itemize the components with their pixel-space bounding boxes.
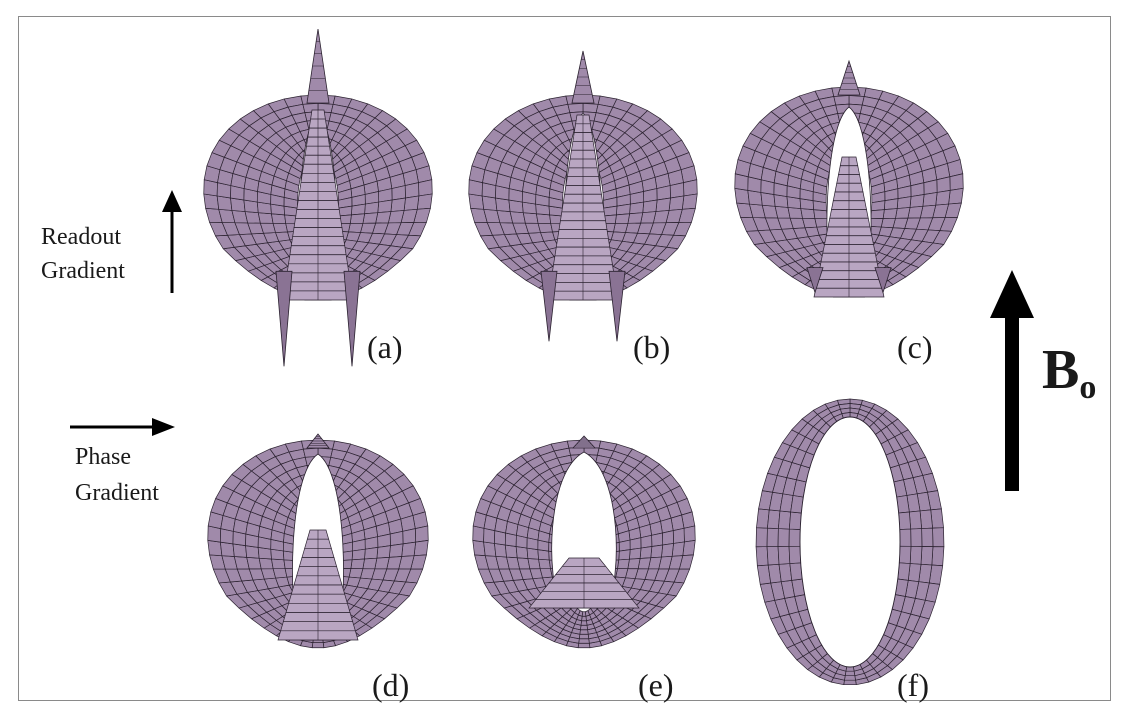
- panel-a-shape: [204, 29, 432, 366]
- panel-b-label: (b): [633, 329, 670, 365]
- b0-subscript: o: [1079, 369, 1096, 406]
- readout-label-line2: Gradient: [41, 258, 125, 284]
- panel-d-shape: [208, 434, 428, 648]
- phase-gradient-arrow: [70, 418, 175, 436]
- panel-a-label: (a): [367, 329, 403, 365]
- panel-c-shape: [735, 61, 963, 297]
- readout-gradient-arrow: [162, 190, 182, 293]
- panel-b-shape: [469, 51, 697, 341]
- panel-a-tip: [307, 29, 329, 103]
- readout-label-line1: Readout: [41, 224, 121, 250]
- panel-f-opening: [800, 417, 900, 667]
- phase-label-line2: Gradient: [75, 480, 159, 506]
- phase-label-line1: Phase: [75, 444, 131, 470]
- b0-field-arrow: [990, 270, 1034, 491]
- panel-b-tip: [572, 51, 594, 103]
- panel-c-label: (c): [897, 329, 933, 365]
- panel-f-label: (f): [897, 667, 929, 703]
- panel-f-shape: [756, 399, 944, 685]
- panel-d-label: (d): [372, 667, 409, 703]
- panel-e-label: (e): [638, 667, 674, 703]
- b0-label: Bo: [1042, 339, 1096, 406]
- panel-c-tip: [838, 61, 860, 95]
- panel-e-shape: [473, 436, 695, 648]
- b0-main: B: [1042, 339, 1079, 401]
